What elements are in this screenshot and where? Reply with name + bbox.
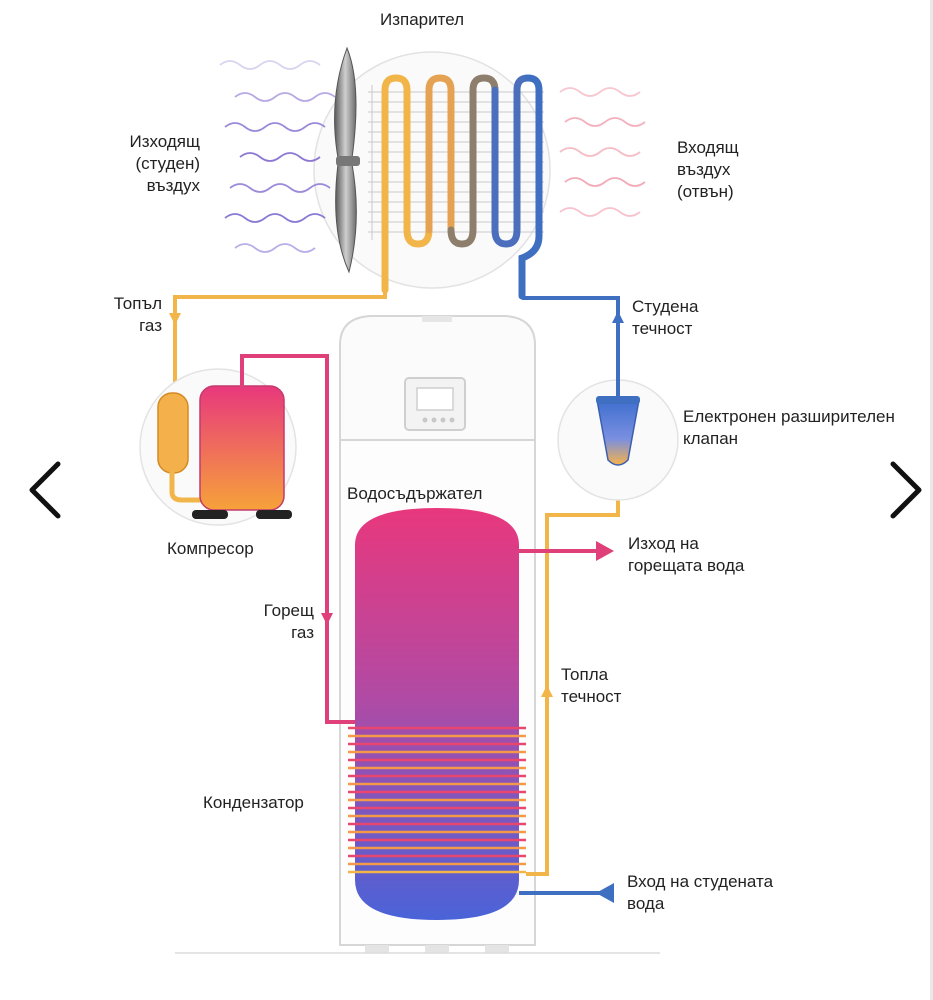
fan-icon — [334, 46, 360, 274]
outgoing-air-waves — [219, 60, 336, 253]
hot-water-outlet — [519, 541, 614, 561]
expansion-valve-label: Електронен разширителен клапан — [683, 406, 930, 450]
outgoing-air-label: Изходящ (студен) въздух — [92, 131, 200, 197]
incoming-air-line-1: Входящ — [677, 138, 739, 157]
warm-liquid-arrow — [541, 685, 553, 697]
cold-liquid-label: Студена течност — [632, 296, 698, 340]
hot-gas-line-1: Горещ — [263, 601, 314, 620]
cold-liquid-line-1: Студена — [632, 297, 699, 316]
chevron-left-icon — [29, 461, 61, 519]
warm-gas-line-2: газ — [139, 316, 162, 335]
water-tank — [355, 508, 519, 920]
cold-water-in-label: Вход на студената вода — [627, 871, 773, 915]
cold-liquid-pipe — [522, 296, 620, 396]
hot-gas-line-2: газ — [291, 623, 314, 642]
cold-water-inlet — [519, 883, 614, 903]
expansion-valve-line-1: Електронен разширителен — [683, 407, 895, 426]
cold-liquid-arrow — [612, 311, 624, 323]
hot-gas-label: Горещ газ — [230, 600, 314, 644]
expansion-valve-line-2: клапан — [683, 429, 739, 448]
hot-gas-pipe — [240, 354, 355, 724]
outgoing-air-line-1: Изходящ — [129, 132, 200, 151]
condenser-label: Кондензатор — [203, 793, 304, 812]
compressor-icon — [157, 385, 292, 519]
cold-water-in-line-2: вода — [627, 894, 665, 913]
warm-gas-pipe — [173, 288, 387, 395]
warm-gas-line-1: Топъл — [113, 294, 162, 313]
cold-liquid-line-2: течност — [632, 319, 693, 338]
warm-gas-label: Топъл газ — [80, 293, 162, 337]
expansion-valve-icon — [596, 396, 640, 466]
outgoing-air-line-3: въздух — [146, 176, 200, 195]
condenser-coil — [348, 726, 526, 874]
incoming-air-line-2: въздух — [677, 160, 731, 179]
water-tank-label: Водосъдържател — [347, 484, 483, 503]
compressor-label: Компресор — [167, 539, 254, 558]
cold-water-in-line-1: Вход на студената — [627, 872, 774, 891]
next-image-button[interactable] — [875, 450, 933, 530]
warm-liquid-label: Топла течност — [561, 664, 621, 708]
hot-water-out-line-2: горещата вода — [628, 556, 745, 575]
warm-liquid-line-2: течност — [561, 687, 622, 706]
chevron-right-icon — [890, 461, 922, 519]
hot-water-out-line-1: Изход на — [628, 534, 699, 553]
page-edge — [930, 0, 933, 1000]
outgoing-air-line-2: (студен) — [135, 154, 201, 173]
incoming-air-label: Входящ въздух (отвън) — [677, 137, 739, 203]
hot-gas-arrow — [321, 613, 333, 625]
hot-water-out-label: Изход на горещата вода — [628, 533, 744, 577]
evaporator-label: Изпарител — [380, 10, 465, 29]
prev-image-button[interactable] — [16, 450, 76, 530]
evaporator-coil — [381, 74, 543, 300]
warm-liquid-line-1: Топла — [561, 665, 609, 684]
incoming-air-line-3: (отвън) — [677, 182, 734, 201]
incoming-air-waves — [559, 87, 646, 217]
warm-gas-arrow — [169, 313, 181, 325]
